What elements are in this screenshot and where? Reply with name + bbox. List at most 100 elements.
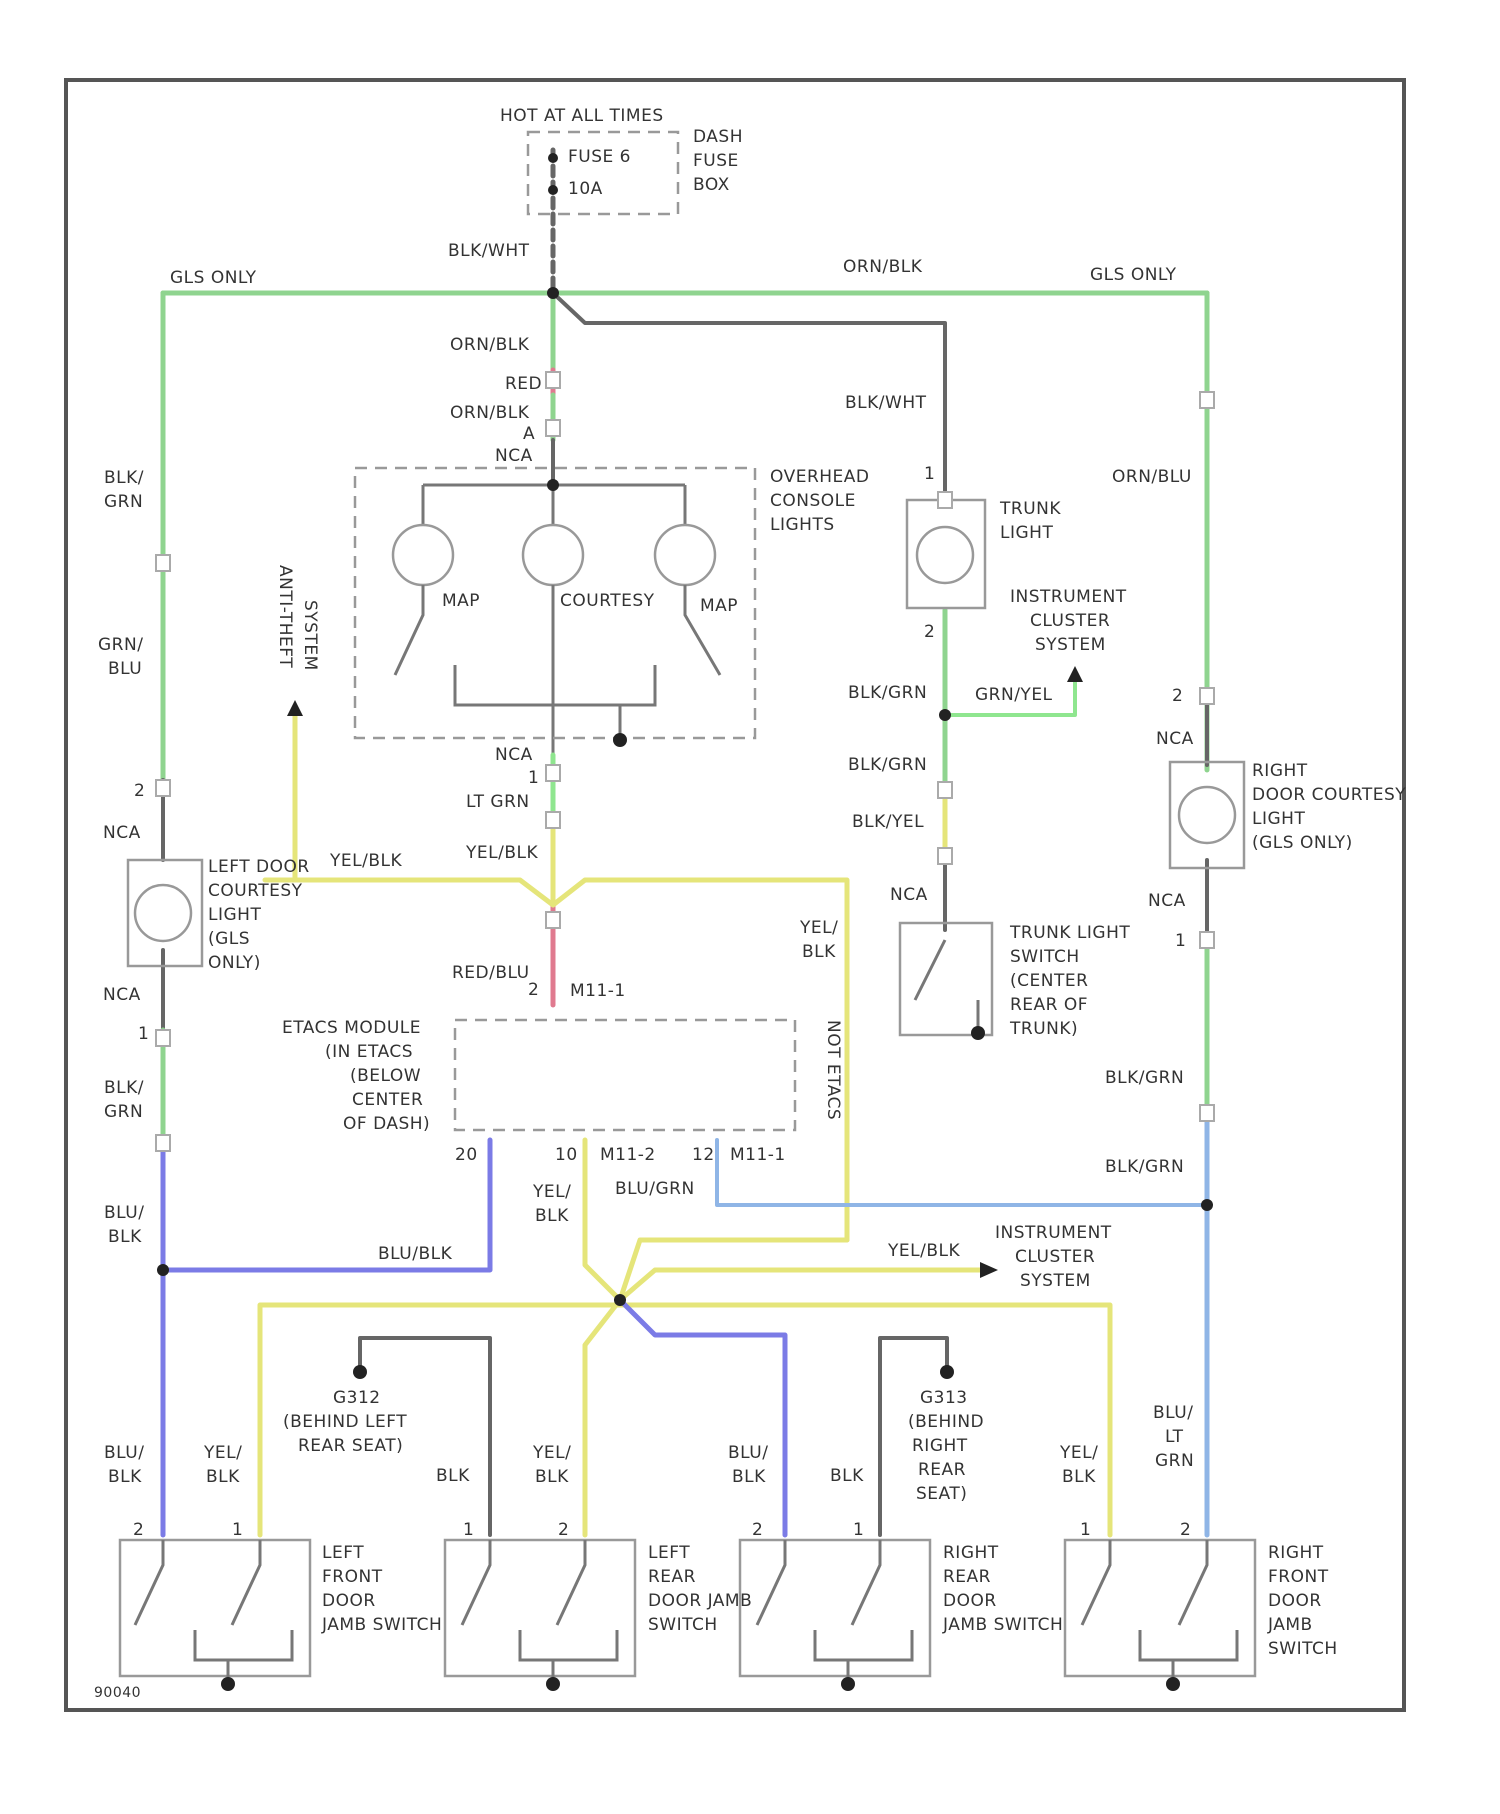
left-door-light-label-5: ONLY) bbox=[208, 953, 261, 973]
wire-label: ORN/BLU bbox=[1112, 467, 1192, 487]
ground-label-4: (BEHIND bbox=[908, 1412, 984, 1432]
ground-label-5: RIGHT bbox=[912, 1436, 968, 1456]
wire-label: LT GRN bbox=[466, 792, 530, 812]
etacs-module-label: ETACS MODULE bbox=[282, 1018, 421, 1038]
pin-label: 1 bbox=[924, 464, 935, 484]
left-door-light-label: LEFT DOOR bbox=[208, 857, 310, 877]
arrow-instrument-cluster-top bbox=[1067, 666, 1083, 682]
wire-label: YEL/ bbox=[1059, 1443, 1098, 1463]
trunk-switch-ground-dot bbox=[971, 1026, 985, 1040]
wire-label: BLU/ bbox=[1153, 1403, 1193, 1423]
dash-fuse-box-label-3: BOX bbox=[693, 175, 730, 195]
overhead-console-label-2: CONSOLE bbox=[770, 491, 856, 511]
trunk-light-label: TRUNK bbox=[999, 499, 1061, 519]
junction-dots bbox=[157, 287, 1213, 1379]
fuse-terminal-top bbox=[548, 153, 558, 163]
fuse-terminal-bottom bbox=[548, 185, 558, 195]
left-rear-jamb-switch bbox=[445, 1540, 635, 1676]
left-rear-jamb-label-4: SWITCH bbox=[648, 1615, 718, 1635]
wire-label: BLU/GRN bbox=[615, 1179, 695, 1199]
wires bbox=[163, 150, 1207, 1535]
wire-label: BLU/ bbox=[104, 1203, 144, 1223]
wire-label: GRN/YEL bbox=[975, 685, 1053, 705]
pin-label: 2 bbox=[1180, 1520, 1191, 1540]
wire-label: BLU/ bbox=[104, 1443, 144, 1463]
etacs-module-label-2: (IN ETACS bbox=[325, 1042, 413, 1062]
connector-label: M11-2 bbox=[600, 1145, 656, 1165]
wire-label-7: BLK bbox=[108, 1227, 142, 1247]
wire-label: BLK/GRN bbox=[1105, 1157, 1184, 1177]
left-door-bulb-icon bbox=[135, 885, 191, 941]
wire-label: YEL/ bbox=[799, 918, 838, 938]
wire-yel-lr bbox=[585, 1300, 620, 1535]
connector-label: NCA bbox=[890, 885, 928, 905]
right-rear-jamb-label-3: DOOR bbox=[943, 1591, 997, 1611]
not-etacs-label: NOT ETACS bbox=[823, 1020, 843, 1120]
pin-label: 1 bbox=[1175, 931, 1186, 951]
wire-label-11: BLK bbox=[732, 1467, 766, 1487]
wire-label-9: BLK bbox=[206, 1467, 240, 1487]
pin-label: 1 bbox=[528, 768, 539, 788]
wire-label: BLU/BLK bbox=[378, 1244, 453, 1264]
trunk-light-label-2: LIGHT bbox=[1000, 523, 1053, 543]
wire-label: RED bbox=[505, 374, 542, 394]
pin-label: 1 bbox=[232, 1520, 243, 1540]
pin-label: 12 bbox=[692, 1145, 715, 1165]
pin-label: 2 bbox=[528, 980, 539, 1000]
wire-label: BLK/GRN bbox=[1105, 1068, 1184, 1088]
trunk-switch-label: TRUNK LIGHT bbox=[1009, 923, 1130, 943]
ground-label: G312 bbox=[333, 1388, 381, 1408]
wire-label: BLU/ bbox=[728, 1443, 768, 1463]
ground-label: G313 bbox=[920, 1388, 968, 1408]
overhead-bus bbox=[423, 485, 685, 525]
wire-label-3: BLU bbox=[108, 659, 142, 679]
left-front-jamb-label-4: JAMB SWITCH bbox=[321, 1615, 442, 1635]
connector-label: NCA bbox=[103, 985, 141, 1005]
connector-label: NCA bbox=[1148, 891, 1186, 911]
fuse-label-a: FUSE 6 bbox=[568, 147, 631, 167]
wire-label: ORN/BLK bbox=[450, 335, 530, 355]
left-front-jamb-label: LEFT bbox=[322, 1543, 364, 1563]
wire-label-5: BLK bbox=[802, 942, 836, 962]
etacs-module-label-3: (BELOW bbox=[350, 1066, 421, 1086]
map-right-bulb-icon bbox=[655, 525, 715, 585]
connector-label: M11-1 bbox=[570, 981, 626, 1001]
hot-at-all-times: HOT AT ALL TIMES bbox=[500, 106, 664, 126]
connector-label: NCA bbox=[495, 745, 533, 765]
trunk-switch-label-2: SWITCH bbox=[1010, 947, 1080, 967]
left-rear-jamb-label-2: REAR bbox=[648, 1567, 696, 1587]
map-right-label: MAP bbox=[700, 596, 738, 616]
pin-label: 10 bbox=[555, 1145, 578, 1165]
right-door-light-label-2: DOOR COURTESY bbox=[1252, 785, 1406, 805]
right-door-light-box bbox=[1170, 762, 1244, 868]
pin-label: 2 bbox=[752, 1520, 763, 1540]
instrument-cluster-label: INSTRUMENT bbox=[1010, 587, 1127, 607]
trunk-light-bulb-icon bbox=[917, 527, 973, 583]
instrument-cluster-label-5: SYSTEM bbox=[1020, 1271, 1091, 1291]
arrow-anti-theft bbox=[287, 700, 303, 716]
overhead-console-box bbox=[355, 468, 755, 738]
pin-label: 20 bbox=[455, 1145, 478, 1165]
wire-label: RED/BLU bbox=[452, 963, 530, 983]
courtesy-label: COURTESY bbox=[560, 591, 655, 611]
left-front-jamb-label-3: DOOR bbox=[322, 1591, 376, 1611]
right-rear-jamb-switch bbox=[740, 1540, 930, 1676]
right-front-jamb-label: RIGHT bbox=[1268, 1543, 1324, 1563]
trunk-switch-contact bbox=[915, 940, 978, 1030]
left-rear-jamb-label: LEFT bbox=[648, 1543, 690, 1563]
wire-label: ORN/BLK bbox=[843, 257, 923, 277]
wire-label-14: GRN bbox=[1155, 1451, 1194, 1471]
anti-theft-label-2: SYSTEM bbox=[300, 600, 320, 671]
wire-label-8: BLK bbox=[108, 1467, 142, 1487]
pin-label: 1 bbox=[1080, 1520, 1091, 1540]
pin-label: 1 bbox=[138, 1024, 149, 1044]
wire-label: YEL/BLK bbox=[465, 843, 538, 863]
gls-only-right: GLS ONLY bbox=[1090, 265, 1177, 285]
trunk-switch-label-4: REAR OF bbox=[1010, 995, 1088, 1015]
right-front-jamb-label-4: JAMB bbox=[1267, 1615, 1313, 1635]
wire-label: BLK/WHT bbox=[845, 393, 927, 413]
overhead-ground-dot bbox=[613, 733, 627, 747]
wire-label: YEL/BLK bbox=[887, 1241, 960, 1261]
right-front-jamb-label-3: DOOR bbox=[1268, 1591, 1322, 1611]
trunk-switch-label-5: TRUNK) bbox=[1009, 1019, 1078, 1039]
